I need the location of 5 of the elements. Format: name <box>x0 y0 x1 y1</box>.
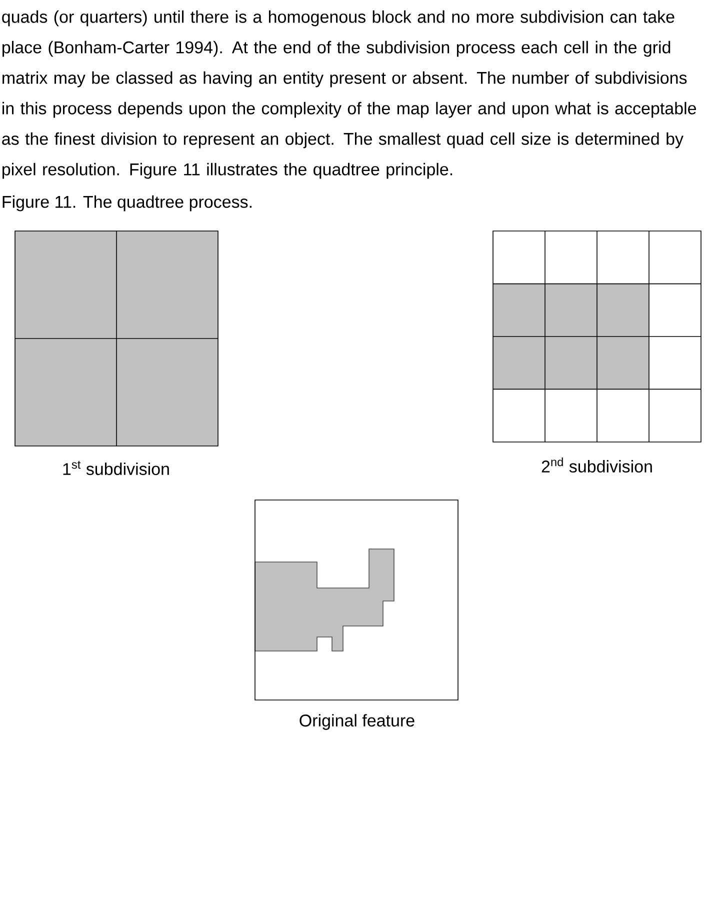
figure-label: 1$^{st}$ subdivision <box>63 460 169 476</box>
body-paragraph: quads (or quarters) until there is a homogenous block and no more subdivision can take place (Bonham-Carter 1994). At the end of the subdivision process each cell in the grid matrix may be classed as having an entity present or absent. The number of subdivisions in this process depends upon the complexity of the map layer and upon what is acceptable as the finest division to represent an object. The smallest quad cell size is determined by pixel resolution. Figure 11 illustrates the quadtree principle. <box>2 10 696 179</box>
figure-caption: Figure 11. The quadtree process. <box>2 195 252 212</box>
figure-label: Original feature <box>300 714 414 730</box>
figure-label: 2$^{nd}$ subdivision <box>542 457 652 473</box>
